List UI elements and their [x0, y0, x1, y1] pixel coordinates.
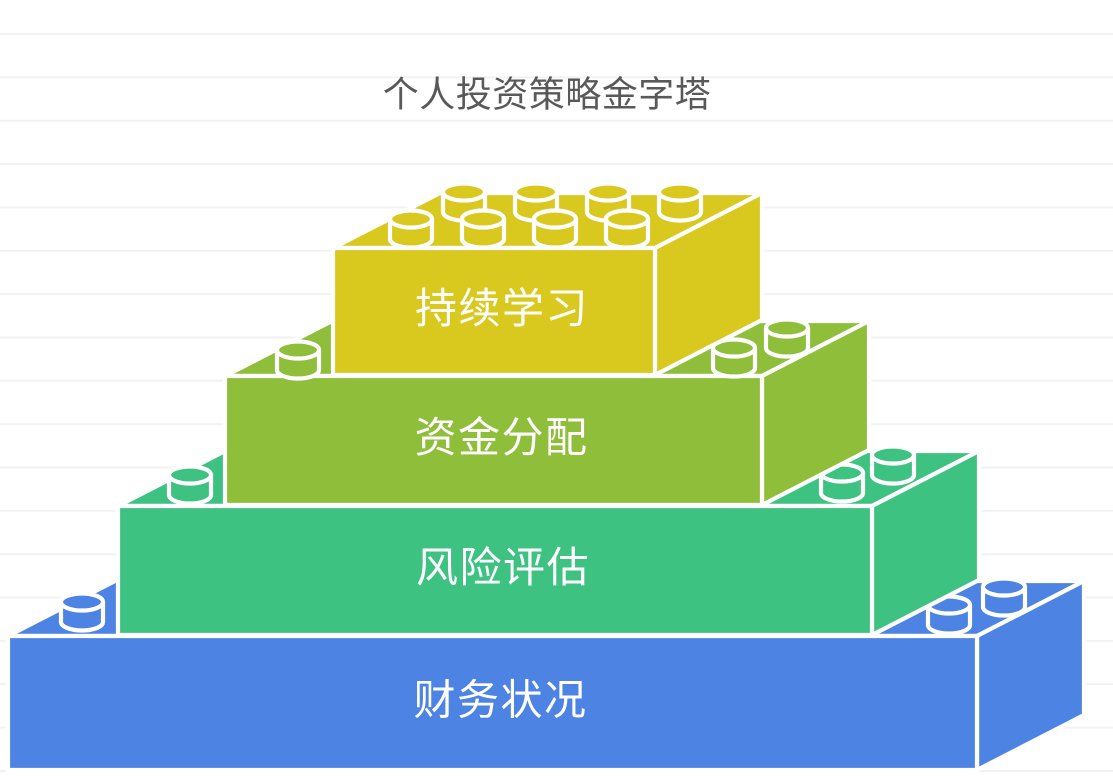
brick-front-face — [115, 503, 875, 638]
pyramid-bricks: 财务状况 风险评估 资金分配 持续学习 — [5, 181, 1087, 773]
lego-stud-top — [656, 181, 704, 203]
lego-stud-top — [869, 444, 917, 466]
lego-stud-top — [512, 181, 560, 203]
pyramid-brick-level-1: 持续学习 — [330, 181, 765, 378]
lego-stud-top — [274, 339, 322, 361]
brick-label: 风险评估 — [416, 544, 590, 591]
brick-front-face — [330, 245, 658, 378]
lego-stud-top — [459, 208, 507, 230]
lego-stud-top — [584, 181, 632, 203]
lego-stud-top — [58, 591, 106, 613]
lego-stud-top — [710, 337, 758, 359]
lego-stud-top — [603, 208, 651, 230]
lego-stud-top — [980, 576, 1028, 598]
diagram-title: 个人投资策略金字塔 — [383, 74, 712, 115]
brick-front-face — [222, 373, 765, 508]
brick-label: 财务状况 — [413, 677, 587, 724]
lego-stud-top — [763, 317, 811, 339]
brick-label: 持续学习 — [415, 285, 589, 332]
brick-label: 资金分配 — [414, 414, 588, 461]
lego-stud-top — [531, 208, 579, 230]
brick-front-face — [5, 633, 980, 773]
lego-stud-top — [387, 208, 435, 230]
lego-stud-top — [440, 181, 488, 203]
lego-stud-top — [166, 464, 214, 486]
